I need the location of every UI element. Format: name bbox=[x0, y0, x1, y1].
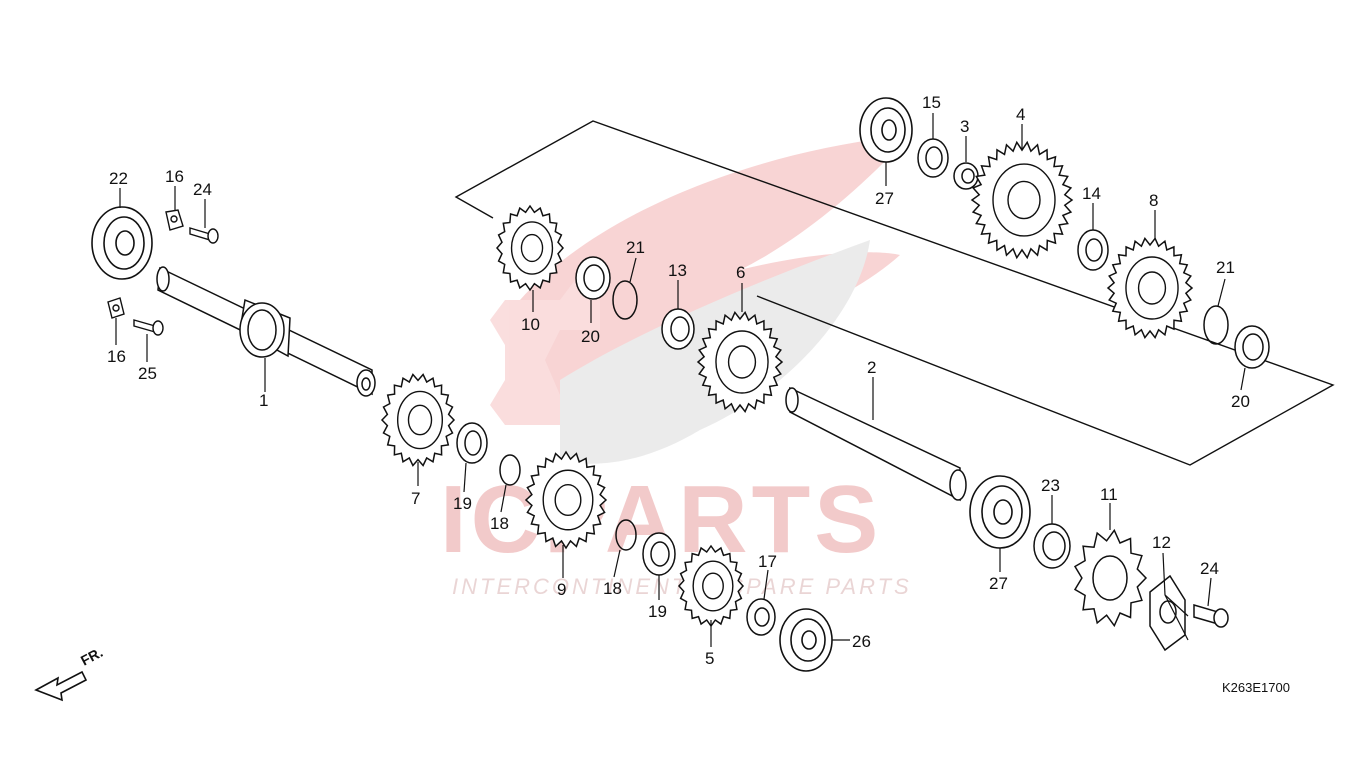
callout-19-top: 20 bbox=[581, 327, 600, 346]
callout-4: 4 bbox=[1016, 105, 1025, 124]
countershaft bbox=[785, 386, 967, 502]
mainshaft bbox=[156, 266, 376, 397]
washer-18-left bbox=[456, 422, 488, 464]
callout-11: 11 bbox=[1100, 485, 1118, 504]
gear-10 bbox=[496, 204, 564, 292]
callout-22: 23 bbox=[1041, 476, 1060, 495]
callout-21-top: 21 bbox=[626, 238, 645, 257]
callout-3: 3 bbox=[960, 117, 969, 136]
callout-26: 27 bbox=[875, 189, 894, 208]
callout-21-right: 21 bbox=[1216, 258, 1235, 277]
callout-27-right: 27 bbox=[989, 574, 1008, 593]
bolt-23 bbox=[1193, 604, 1229, 628]
gear-7 bbox=[380, 373, 456, 467]
callout-12: 12 bbox=[1152, 533, 1171, 552]
callout-18-bottom: 19 bbox=[648, 602, 667, 621]
collar-13 bbox=[661, 308, 695, 350]
washer-19-right bbox=[1234, 325, 1270, 369]
callout-15: 15 bbox=[922, 93, 941, 112]
callout-9: 9 bbox=[557, 580, 566, 599]
callout-7: 7 bbox=[411, 489, 420, 508]
front-arrow-icon: FR. bbox=[34, 644, 105, 702]
callout-16-bottom: 16 bbox=[107, 347, 126, 366]
callout-19-right: 20 bbox=[1231, 392, 1250, 411]
callout-18-left: 19 bbox=[453, 494, 472, 513]
drive-sprocket-11 bbox=[1073, 528, 1148, 628]
bearing-27-right bbox=[969, 475, 1031, 549]
callout-2: 2 bbox=[867, 358, 876, 377]
gears bbox=[380, 140, 1194, 628]
washer-18-bottom bbox=[642, 532, 676, 576]
callout-8: 8 bbox=[1149, 191, 1158, 210]
callout-20-left: 18 bbox=[490, 514, 509, 533]
callout-20-bottom: 18 bbox=[603, 579, 622, 598]
callout-25: 26 bbox=[852, 632, 871, 651]
washer-17 bbox=[746, 598, 776, 636]
front-marker-label: FR. bbox=[78, 644, 105, 669]
bearing-26 bbox=[859, 97, 913, 163]
callout-27-left: 22 bbox=[109, 169, 128, 188]
washer-19-top bbox=[575, 256, 611, 300]
washer-15 bbox=[917, 138, 949, 178]
callout-16-top: 16 bbox=[165, 167, 184, 186]
callout-24-bottom: 25 bbox=[138, 364, 157, 383]
diagram-code: K263E1700 bbox=[1222, 680, 1290, 695]
circlip-21-right bbox=[1203, 305, 1229, 345]
washer-14 bbox=[1077, 229, 1109, 271]
circlip-20-bottom bbox=[615, 519, 637, 551]
bushing-3 bbox=[953, 162, 979, 190]
set-plate-16-top bbox=[165, 209, 184, 231]
callout-13: 13 bbox=[668, 261, 687, 280]
bolt-24-bottom bbox=[133, 319, 164, 336]
gear-6 bbox=[696, 310, 784, 414]
gear-5 bbox=[677, 544, 745, 628]
callout-labels: 22 16 24 16 25 1 10 20 21 13 6 27 15 3 4… bbox=[107, 93, 1250, 668]
callout-24-top: 24 bbox=[193, 180, 212, 199]
callout-10: 10 bbox=[521, 315, 540, 334]
callout-23: 24 bbox=[1200, 559, 1219, 578]
fixing-plate-12 bbox=[1149, 574, 1186, 652]
gear-8 bbox=[1106, 236, 1194, 340]
callout-1: 1 bbox=[259, 391, 268, 410]
leader-lines bbox=[115, 113, 1246, 647]
callout-17: 17 bbox=[758, 552, 777, 571]
callout-14: 14 bbox=[1082, 184, 1101, 203]
assembly-outline bbox=[454, 120, 1335, 466]
circlip-21-top bbox=[612, 280, 638, 320]
bearing-27-left bbox=[91, 206, 153, 280]
watermark: ICPARTS INTERCONTINENTAL SPARE PARTS bbox=[440, 135, 910, 599]
callout-5: 5 bbox=[705, 649, 714, 668]
callout-6: 6 bbox=[736, 263, 745, 282]
bolt-24-top bbox=[189, 227, 219, 244]
set-plate-16-bottom bbox=[107, 297, 125, 319]
needle-bearing-22 bbox=[1033, 523, 1071, 569]
bearing-25 bbox=[779, 608, 833, 672]
gear-4 bbox=[970, 140, 1074, 260]
gear-9 bbox=[524, 450, 608, 550]
circlip-20-left bbox=[499, 454, 521, 486]
